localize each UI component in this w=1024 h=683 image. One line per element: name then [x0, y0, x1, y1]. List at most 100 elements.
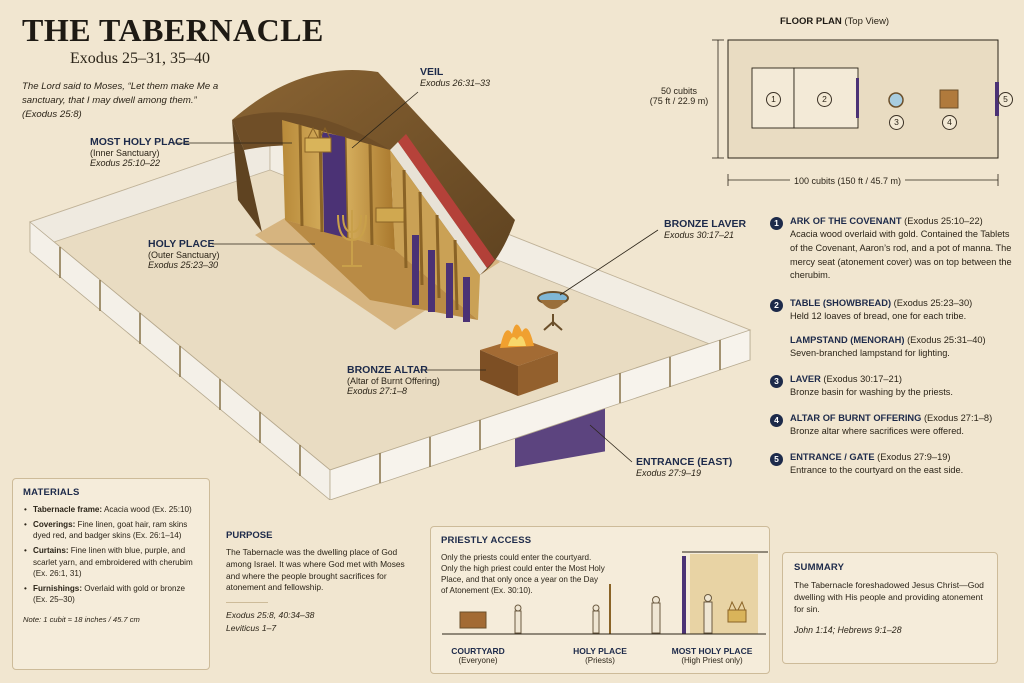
summary-panel: SUMMARY The Tabernacle foreshadowed Jesu…	[782, 552, 998, 664]
label-altar-name: BRONZE ALTAR	[347, 364, 428, 376]
legend-ref-4: (Exodus 27:1–8)	[923, 413, 993, 423]
label-altar: BRONZE ALTAR (Altar of Burnt Offering) E…	[347, 364, 440, 396]
tent-side-drape	[232, 120, 262, 232]
legend-desc-1: Acacia wood overlaid with gold. Containe…	[790, 229, 1012, 281]
materials-note: Note: 1 cubit ≈ 18 inches / 45.7 cm	[23, 615, 140, 625]
label-most-holy-ref: Exodus 25:10–22	[90, 158, 161, 168]
floor-plan-height-sub: (75 ft / 22.9 m)	[649, 96, 709, 106]
legend-desc-4: Bronze altar where sacrifices were offer…	[790, 426, 964, 436]
label-altar-sub: (Altar of Burnt Offering)	[347, 376, 440, 386]
ark-of-covenant	[304, 126, 332, 153]
label-veil-name: VEIL	[420, 66, 444, 78]
floor-plan-title-sub: (Top View)	[844, 16, 890, 27]
tent-structure	[232, 70, 515, 322]
showbread-table	[375, 207, 405, 223]
purpose-text: The Tabernacle was the dwelling place of…	[226, 547, 405, 593]
floor-plan-width: 100 cubits (150 ft / 45.7 m)	[790, 176, 906, 186]
floor-plan-height: 50 cubits (75 ft / 22.9 m)	[644, 86, 714, 106]
label-laver: BRONZE LAVER Exodus 30:17–21	[664, 218, 746, 240]
legend-ref-1: (Exodus 25:10–22)	[904, 216, 983, 226]
legend-desc-3: Bronze basin for washing by the priests.	[790, 387, 953, 397]
floor-plan-marker-1: 1	[766, 92, 781, 107]
label-most-holy-sub: (Inner Sanctuary)	[90, 148, 160, 158]
floor-plan-altar	[939, 89, 959, 109]
label-altar-ref: Exodus 27:1–8	[347, 386, 408, 396]
menorah	[337, 210, 367, 267]
quote-text: The Lord said to Moses, “Let them make M…	[22, 81, 219, 106]
page-title: THE TABERNACLE	[22, 12, 324, 48]
legend-ref-lampstand: (Exodus 25:31–40)	[907, 335, 986, 345]
floor-plan-gate	[995, 82, 999, 116]
materials-panel: MATERIALS Tabernacle frame: Acacia wood …	[12, 478, 210, 670]
label-most-holy-name: MOST HOLY PLACE	[90, 136, 190, 148]
scripture-quote: The Lord said to Moses, “Let them make M…	[22, 80, 237, 122]
label-laver-ref: Exodus 30:17–21	[664, 230, 735, 240]
summary-text: The Tabernacle foreshadowed Jesus Christ…	[794, 580, 984, 615]
purpose-panel: PURPOSE The Tabernacle was the dwelling …	[226, 530, 416, 635]
legend-name-2: TABLE (SHOWBREAD)	[790, 298, 892, 308]
zone-courtyard-name: COURTYARD	[451, 646, 505, 656]
legend-item-ark: 1 ARK OF THE COVENANT (Exodus 25:10–22) …	[770, 216, 1015, 283]
priestly-title: PRIESTLY ACCESS	[441, 535, 532, 546]
floor-plan-title-text: FLOOR PLAN	[780, 16, 842, 27]
legend-num-5: 5	[770, 453, 783, 466]
legend-desc-lampstand: Seven-branched lampstand for lighting.	[790, 348, 950, 358]
materials-item: Tabernacle frame: Acacia wood (Ex. 25:10…	[23, 504, 199, 515]
legend-item-laver: 3 LAVER (Exodus 30:17–21) Bronze basin f…	[770, 374, 1015, 400]
legend-desc-5: Entrance to the courtyard on the east si…	[790, 465, 964, 475]
zone-courtyard-sub: (Everyone)	[458, 656, 498, 665]
floor-plan-laver	[888, 92, 904, 108]
zone-holy-place: HOLY PLACE (Priests)	[560, 646, 640, 665]
materials-item: Furnishings: Overlaid with gold or bronz…	[23, 583, 199, 605]
legend-item-gate: 5 ENTRANCE / GATE (Exodus 27:9–19) Entra…	[770, 452, 1015, 478]
materials-list: Tabernacle frame: Acacia wood (Ex. 25:10…	[23, 504, 199, 605]
quote-ref: (Exodus 25:8)	[22, 108, 82, 120]
label-holy-ref: Exodus 25:23–30	[148, 260, 219, 270]
priestly-illustration	[442, 551, 768, 635]
zone-most-holy: MOST HOLY PLACE (High Priest only)	[660, 646, 764, 665]
legend-name-1: ARK OF THE COVENANT	[790, 216, 902, 226]
floor-plan-diagram	[712, 39, 999, 186]
legend-name-3: LAVER	[790, 374, 821, 384]
floor-plan-height-label: 50 cubits	[660, 86, 698, 96]
materials-item: Curtains: Fine linen with blue, purple, …	[23, 545, 199, 578]
label-entrance-name: ENTRANCE (EAST)	[636, 456, 733, 468]
purpose-title: PURPOSE	[226, 530, 273, 541]
label-holy: HOLY PLACE (Outer Sanctuary) Exodus 25:2…	[148, 238, 220, 270]
legend-item-lampstand: LAMPSTAND (MENORAH) (Exodus 25:31–40) Se…	[770, 335, 1015, 361]
zone-holy-name: HOLY PLACE	[573, 646, 627, 656]
floor-plan-marker-2: 2	[817, 92, 832, 107]
legend-num-4: 4	[770, 414, 783, 427]
priestly-text: Only the priests could enter the courtya…	[441, 553, 605, 596]
page-subtitle: Exodus 25–31, 35–40	[70, 50, 210, 67]
label-holy-name: HOLY PLACE	[148, 238, 215, 250]
purpose-ref-2: Leviticus 1–7	[226, 622, 277, 633]
zone-most-holy-sub: (High Priest only)	[681, 656, 743, 665]
floor-plan-marker-4: 4	[942, 115, 957, 130]
legend-num-1: 1	[770, 217, 783, 230]
label-holy-sub: (Outer Sanctuary)	[148, 250, 220, 260]
floor-plan-title: FLOOR PLAN (Top View)	[780, 16, 889, 27]
label-laver-name: BRONZE LAVER	[664, 218, 747, 230]
altar-fire	[500, 324, 534, 348]
purpose-ref-1: Exodus 25:8, 40:34–38	[226, 610, 315, 621]
legend-num-3: 3	[770, 375, 783, 388]
label-entrance-ref: Exodus 27:9–19	[636, 468, 702, 478]
label-entrance: ENTRANCE (EAST) Exodus 27:9–19	[636, 456, 732, 478]
summary-title: SUMMARY	[794, 562, 845, 573]
legend-num-2: 2	[770, 299, 783, 312]
legend-name-5: ENTRANCE / GATE	[790, 452, 875, 462]
zone-holy-sub: (Priests)	[585, 656, 615, 665]
floor-plan-marker-3: 3	[889, 115, 904, 130]
legend-item-altar: 4 ALTAR OF BURNT OFFERING (Exodus 27:1–8…	[770, 413, 1015, 439]
legend-ref-5: (Exodus 27:9–19)	[877, 452, 951, 462]
tabernacle-illustration	[28, 70, 752, 500]
materials-item: Coverings: Fine linen, goat hair, ram sk…	[23, 519, 199, 541]
label-veil-ref: Exodus 26:31–33	[420, 78, 491, 88]
zone-courtyard: COURTYARD (Everyone)	[438, 646, 518, 665]
legend-item-table: 2 TABLE (SHOWBREAD) (Exodus 25:23–30) He…	[770, 298, 1015, 324]
legend-name-lampstand: LAMPSTAND (MENORAH)	[790, 335, 905, 345]
label-veil: VEIL Exodus 26:31–33	[420, 66, 490, 88]
bronze-altar	[480, 324, 558, 396]
legend-ref-3: (Exodus 30:17–21)	[823, 374, 902, 384]
